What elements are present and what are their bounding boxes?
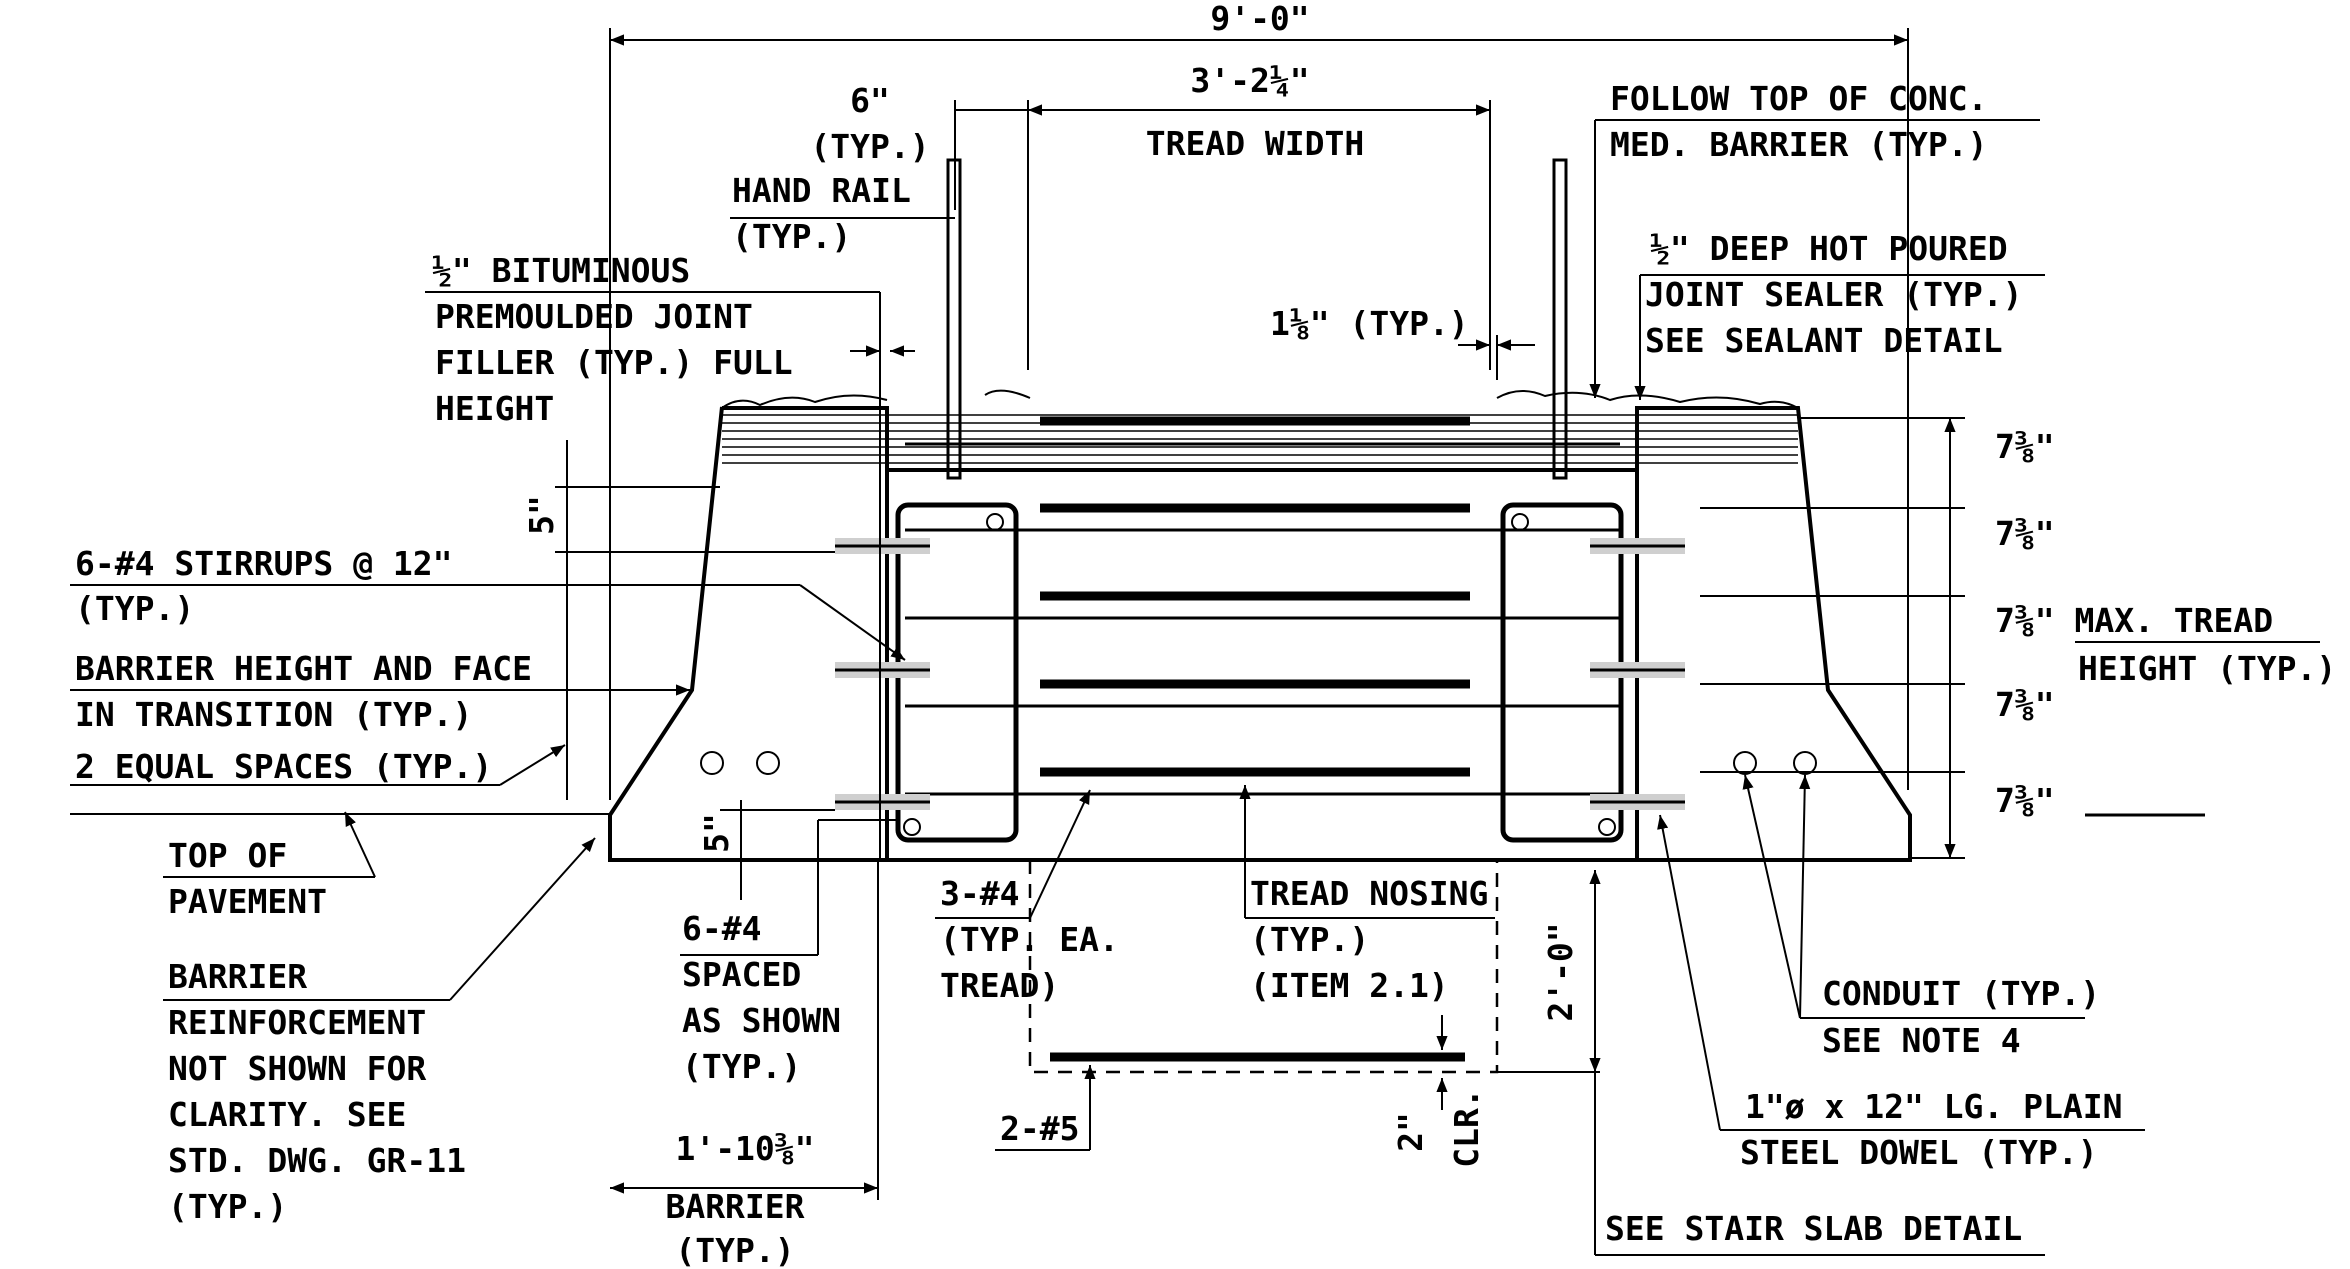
conduit-callout-2: SEE NOTE 4	[1822, 1021, 2021, 1060]
stair-slab	[1028, 860, 1600, 1074]
dimension-text: 9'-0" 3'-2¼" TREAD WIDTH 6" (TYP.) 1⅛" (…	[522, 0, 2336, 1269]
barrier-height-callout-1: BARRIER HEIGHT AND FACE	[75, 649, 532, 688]
barrier-reinf-callout-1: BARRIER	[168, 957, 307, 996]
top-pavement-callout-2: PAVEMENT	[168, 882, 327, 921]
tread-width-label: TREAD WIDTH	[1146, 124, 1365, 163]
barrier-reinf-callout-6: (TYP.)	[168, 1187, 287, 1226]
barrier-height-callout-2: IN TRANSITION (TYP.)	[75, 695, 472, 734]
right-barrier-outline	[1635, 406, 1912, 862]
dimension-lines	[555, 28, 1965, 1200]
barrier-width-label: 1'-10⅜"	[675, 1129, 814, 1168]
callout-text: HAND RAIL (TYP.) ½" BITUMINOUS PREMOULDE…	[75, 79, 2123, 1248]
joint-filler-callout-2: PREMOULDED JOINT	[435, 297, 753, 336]
joint-sealer-callout-1: ½" DEEP HOT POURED	[1650, 229, 2008, 268]
clearance-label: CLR.	[1447, 1088, 1486, 1167]
dowel-callout-2: STEEL DOWEL (TYP.)	[1740, 1133, 2098, 1172]
tread-nosing-callout-2: (TYP.)	[1250, 920, 1369, 959]
barrier-reinf-callout-2: REINFORCEMENT	[168, 1003, 426, 1042]
tread-height-2: 7⅜"	[1995, 514, 2055, 553]
stirrups-callout-1: 6-#4 STIRRUPS @ 12"	[75, 544, 453, 583]
spaced-bars-callout-2: SPACED	[682, 955, 801, 994]
joint-filler-callout-4: HEIGHT	[435, 389, 554, 428]
hand-rail-callout: HAND RAIL	[732, 171, 911, 210]
right-handrail-post	[1552, 158, 1568, 480]
barrier-label-2: (TYP.)	[675, 1231, 794, 1269]
joint-sealer-callout-3: SEE SEALANT DETAIL	[1645, 321, 2003, 360]
top-pavement-callout-1: TOP OF	[168, 836, 287, 875]
follow-top-callout-2: MED. BARRIER (TYP.)	[1610, 125, 1988, 164]
spaced-bars-callout-4: (TYP.)	[682, 1047, 801, 1086]
tread-bars-callout-2: (TYP. EA.	[940, 920, 1119, 959]
slab-bars-callout: 2-#5	[1000, 1109, 1079, 1148]
hand-rail-callout-2: (TYP.)	[732, 217, 851, 256]
slab-depth-label: 2'-0"	[1541, 922, 1580, 1021]
joint-sealer-callout-2: JOINT SEALER (TYP.)	[1645, 275, 2023, 314]
tread-nosing-callout-1: TREAD NOSING	[1250, 874, 1488, 913]
tread-bars-callout-1: 3-#4	[940, 874, 1019, 913]
conduit-right-1	[1733, 751, 1757, 775]
tread-height-4: 7⅜"	[1995, 685, 2055, 724]
conduit-callout-1: CONDUIT (TYP.)	[1822, 974, 2100, 1013]
tread-height-1: 7⅜"	[1995, 427, 2055, 466]
spaced-bars-callout-1: 6-#4	[682, 909, 761, 948]
lower-spacing-label: 5"	[697, 813, 736, 853]
spaced-bars-callout-3: AS SHOWN	[682, 1001, 841, 1040]
tread-nosing-callout-3: (ITEM 2.1)	[1250, 966, 1449, 1005]
dowel-callout-1: 1"ø x 12" LG. PLAIN	[1745, 1087, 2123, 1126]
stair-slab-callout: SEE STAIR SLAB DETAIL	[1605, 1209, 2022, 1248]
tread-bars-callout-3: TREAD)	[940, 966, 1059, 1005]
tread-hatching	[721, 389, 1799, 464]
left-barrier-outline	[608, 406, 889, 862]
stirrups-callout-2: (TYP.)	[75, 589, 194, 628]
tread-width-value: 3'-2¼"	[1190, 61, 1309, 100]
equal-spaces-callout: 2 EQUAL SPACES (TYP.)	[75, 747, 492, 786]
barrier-label-1: BARRIER	[665, 1187, 804, 1226]
barrier-and-stair-section	[608, 406, 1912, 862]
gap-typ-label: 1⅛" (TYP.)	[1270, 304, 1469, 343]
barrier-reinf-callout-3: NOT SHOWN FOR	[168, 1049, 426, 1088]
conduit-left-2	[756, 751, 780, 775]
barrier-reinf-callout-4: CLARITY. SEE	[168, 1095, 406, 1134]
conduits	[700, 751, 1817, 775]
tread-height-5: 7⅜"	[1995, 781, 2055, 820]
clearance-value: 2"	[1391, 1112, 1430, 1152]
conduit-left-1	[700, 751, 724, 775]
conduit-right-2	[1793, 751, 1817, 775]
leader-lines	[70, 119, 2320, 1256]
follow-top-callout-1: FOLLOW TOP OF CONC.	[1610, 79, 1988, 118]
overall-width-label: 9'-0"	[1210, 0, 1309, 38]
handrail-offset-note: (TYP.)	[810, 127, 929, 166]
tread-height-3: 7⅜" MAX. TREAD	[1995, 601, 2273, 640]
upper-spacing-label: 5"	[522, 495, 561, 535]
handrail-offset-label: 6"	[850, 81, 890, 120]
joint-filler-callout-1: ½" BITUMINOUS	[432, 251, 690, 290]
tread-height-note: HEIGHT (TYP.)	[2078, 649, 2336, 688]
barrier-reinf-callout-5: STD. DWG. GR-11	[168, 1141, 466, 1180]
joint-filler-callout-3: FILLER (TYP.) FULL	[435, 343, 793, 382]
dowels	[835, 538, 1685, 810]
